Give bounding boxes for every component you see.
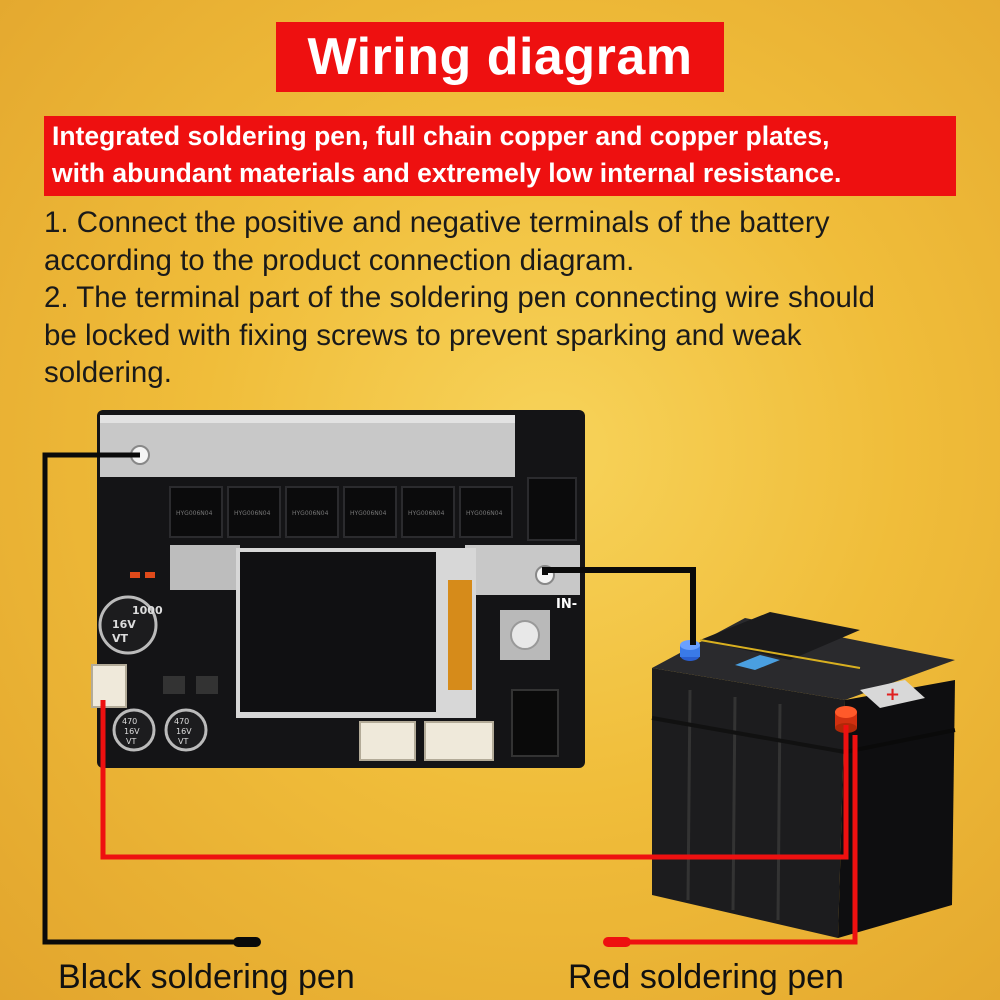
svg-text:HYG006N04: HYG006N04 xyxy=(408,510,445,517)
subtitle-line: with abundant materials and extremely lo… xyxy=(52,158,842,188)
instructions: 1. Connect the positive and negative ter… xyxy=(44,204,974,392)
terminal-in-minus-label: IN- xyxy=(556,597,577,612)
capacitor-small-1: 470 16V VT xyxy=(112,708,156,752)
title-banner: Wiring diagram xyxy=(276,22,724,92)
svg-text:+: + xyxy=(885,684,900,705)
capacitor-small-2: 470 16V VT xyxy=(164,708,208,752)
car-battery: + xyxy=(651,612,956,938)
cap-small-label: 16V xyxy=(176,727,192,736)
cap-small-label: 470 xyxy=(122,717,137,726)
cap-large-label: 16V xyxy=(112,618,136,631)
cap-large-label: VT xyxy=(112,632,129,645)
black-pen-wire xyxy=(42,452,261,947)
instruction-line: 1. Connect the positive and negative ter… xyxy=(44,206,830,239)
svg-text:HYG006N04: HYG006N04 xyxy=(234,510,271,517)
cap-small-label: 16V xyxy=(124,727,140,736)
negative-wire xyxy=(542,567,696,645)
instruction-line: 2. The terminal part of the soldering pe… xyxy=(44,281,875,314)
svg-text:HYG006N04: HYG006N04 xyxy=(176,510,213,517)
cap-large-label: 1000 xyxy=(132,604,163,617)
red-pen-label: Red soldering pen xyxy=(568,958,844,996)
control-board: HYG006N04 HYG006N04 HYG006N04 HYG006N04 … xyxy=(91,410,585,768)
instruction-line: according to the product connection diag… xyxy=(44,243,635,277)
cap-small-label: VT xyxy=(178,737,188,746)
cap-small-label: VT xyxy=(126,737,136,746)
svg-text:HYG006N04: HYG006N04 xyxy=(350,510,387,517)
svg-text:HYG006N04: HYG006N04 xyxy=(292,510,329,517)
subtitle-line: Integrated soldering pen, full chain cop… xyxy=(52,121,830,151)
capacitor-large: 1000 16V VT xyxy=(98,595,163,655)
cap-small-label: 470 xyxy=(174,717,189,726)
instruction-line: soldering. xyxy=(44,356,172,389)
subtitle-banner: Integrated soldering pen, full chain cop… xyxy=(44,116,956,196)
positive-wire xyxy=(100,700,849,860)
svg-text:HYG006N04: HYG006N04 xyxy=(466,510,503,517)
instruction-line: be locked with fixing screws to prevent … xyxy=(44,318,802,352)
red-pen-wire xyxy=(603,735,858,947)
page-title: Wiring diagram xyxy=(307,28,693,86)
black-pen-label: Black soldering pen xyxy=(58,958,355,996)
